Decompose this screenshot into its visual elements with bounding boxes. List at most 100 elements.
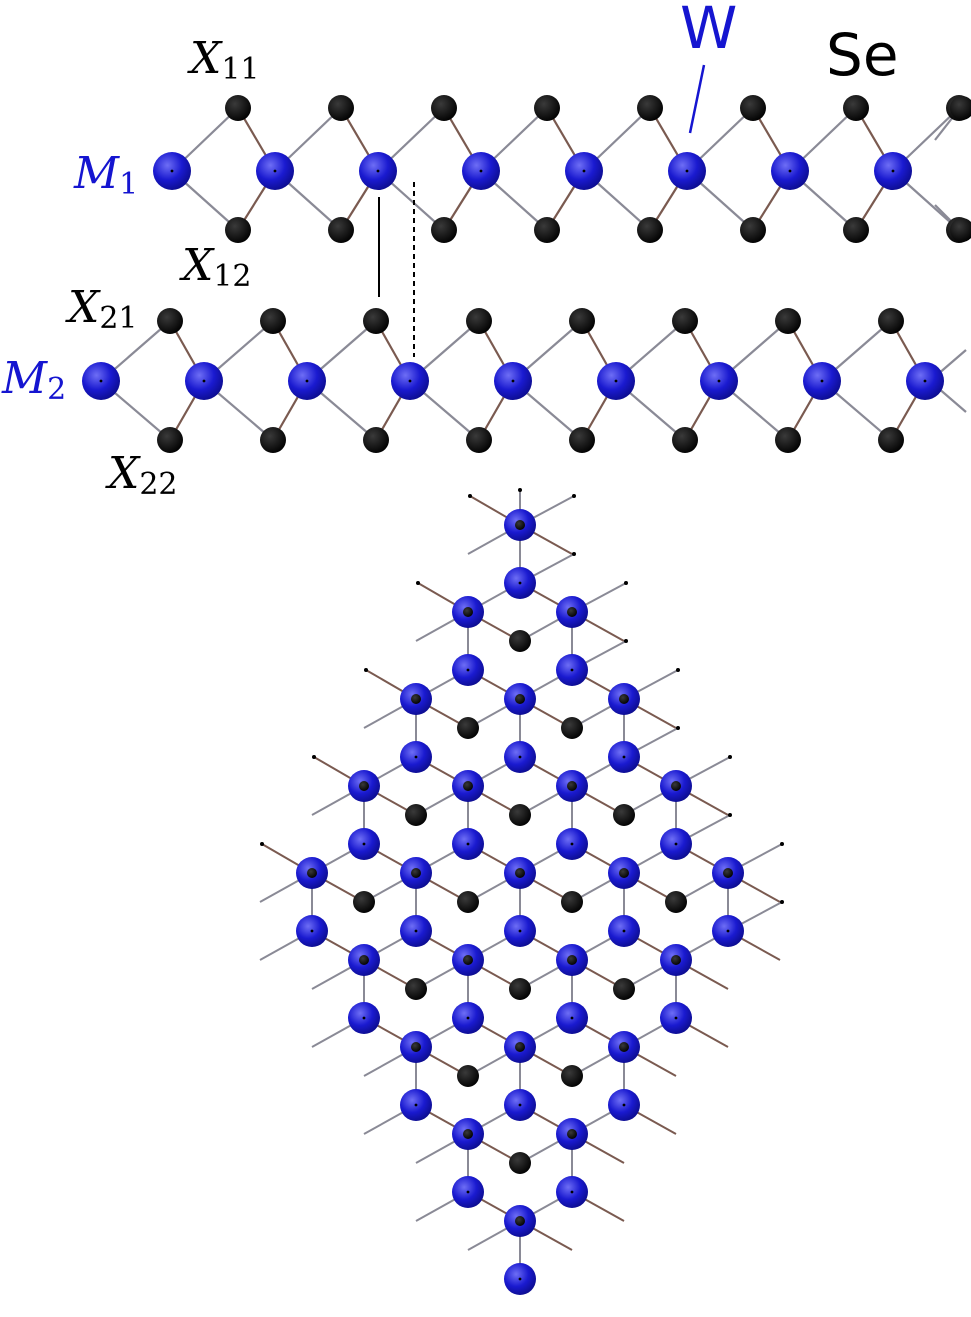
metal-atom-center xyxy=(726,929,730,933)
chalcogen-atom xyxy=(740,95,766,121)
bond-end-dot xyxy=(780,842,784,846)
top-view-lattice xyxy=(259,488,784,1295)
chalcogen-atom xyxy=(509,978,531,1000)
bond-end-dot xyxy=(468,494,472,498)
chalcogen-atom xyxy=(515,1042,525,1052)
chalcogen-atom xyxy=(740,217,766,243)
chalcogen-atom xyxy=(775,427,801,453)
metal-atom-center xyxy=(717,379,721,383)
chalcogen-atom xyxy=(637,95,663,121)
label-m2: M2 xyxy=(1,353,66,407)
top-monolayer-side-view xyxy=(153,95,971,243)
chalcogen-atom xyxy=(466,308,492,334)
metal-atom-center xyxy=(685,169,689,173)
chalcogen-atom xyxy=(463,781,473,791)
chalcogen-atom xyxy=(613,804,635,826)
chalcogen-atom xyxy=(457,717,479,739)
chalcogen-atom xyxy=(775,308,801,334)
bond-end-dot xyxy=(624,581,628,585)
chalcogen-atom xyxy=(363,308,389,334)
chalcogen-atom xyxy=(515,520,525,530)
metal-atom-center xyxy=(408,379,412,383)
chalcogen-atom xyxy=(359,955,369,965)
label-x11: X11 xyxy=(187,33,260,87)
chalcogen-atom xyxy=(637,217,663,243)
chalcogen-atom xyxy=(561,1065,583,1087)
bond-end-dot xyxy=(676,726,680,730)
chalcogen-atom xyxy=(328,217,354,243)
chalcogen-atom xyxy=(569,308,595,334)
metal-atom-center xyxy=(622,929,626,933)
metal-atom-center xyxy=(466,668,470,672)
metal-atom-center xyxy=(570,668,574,672)
bond-end-dot xyxy=(416,581,420,585)
chalcogen-atom xyxy=(411,1042,421,1052)
top-monolayer-atoms xyxy=(153,95,971,243)
metal-atom-center xyxy=(622,755,626,759)
chalcogen-atom xyxy=(157,308,183,334)
chalcogen-atom xyxy=(613,978,635,1000)
metal-atom-center xyxy=(570,1190,574,1194)
metal-atom-center xyxy=(674,842,678,846)
chalcogen-atom xyxy=(567,955,577,965)
metal-atom-center xyxy=(414,929,418,933)
metal-atom-center xyxy=(891,169,895,173)
metal-atom-center xyxy=(674,1016,678,1020)
chalcogen-atom xyxy=(463,607,473,617)
chalcogen-atom xyxy=(515,1216,525,1226)
top-view-atoms xyxy=(296,509,744,1295)
chalcogen-atom xyxy=(225,95,251,121)
chalcogen-atom xyxy=(672,427,698,453)
metal-atom-center xyxy=(310,929,314,933)
chalcogen-atom xyxy=(463,1129,473,1139)
chalcogen-atom xyxy=(359,781,369,791)
bond-end-dot xyxy=(728,755,732,759)
chalcogen-atom xyxy=(466,427,492,453)
chalcogen-atom xyxy=(878,427,904,453)
w-pointer-line xyxy=(688,64,706,134)
chalcogen-atom xyxy=(509,630,531,652)
chalcogen-atom xyxy=(534,217,560,243)
metal-atom-center xyxy=(820,379,824,383)
metal-atom-center xyxy=(466,842,470,846)
chalcogen-atom xyxy=(411,868,421,878)
label-metal-element: W xyxy=(680,0,737,62)
metal-atom-center xyxy=(582,169,586,173)
chalcogen-atom xyxy=(569,427,595,453)
chalcogen-atom xyxy=(509,804,531,826)
metal-atom-center xyxy=(518,1277,522,1281)
bond-end-dot xyxy=(260,842,264,846)
bond-end-dot xyxy=(676,668,680,672)
chalcogen-atom xyxy=(260,308,286,334)
chalcogen-atom xyxy=(878,308,904,334)
bond-end-dot xyxy=(572,494,576,498)
chalcogen-atom xyxy=(353,891,375,913)
metal-atom-center xyxy=(376,169,380,173)
chalcogen-atom xyxy=(157,427,183,453)
metal-atom-center xyxy=(202,379,206,383)
metal-atom-center xyxy=(479,169,483,173)
chalcogen-atom xyxy=(950,218,971,242)
chalcogen-atom xyxy=(260,427,286,453)
chalcogen-atom xyxy=(515,868,525,878)
metal-atom-center xyxy=(466,1016,470,1020)
metal-atom-center xyxy=(273,169,277,173)
chalcogen-atom xyxy=(463,955,473,965)
metal-atom-center xyxy=(414,755,418,759)
chalcogen-atom xyxy=(665,891,687,913)
chalcogen-atom xyxy=(619,868,629,878)
chalcogen-atom xyxy=(671,781,681,791)
chalcogen-atom xyxy=(411,694,421,704)
chalcogen-atom xyxy=(431,217,457,243)
metal-atom-center xyxy=(170,169,174,173)
chalcogen-atom xyxy=(843,217,869,243)
chalcogen-atom xyxy=(950,96,971,120)
metal-atom-center xyxy=(414,1103,418,1107)
chalcogen-atom xyxy=(534,95,560,121)
chalcogen-atom xyxy=(567,1129,577,1139)
label-x12: X12 xyxy=(179,240,252,294)
bottom-monolayer-side-view xyxy=(82,308,967,453)
chalcogen-atom xyxy=(619,694,629,704)
metal-atom-center xyxy=(614,379,618,383)
